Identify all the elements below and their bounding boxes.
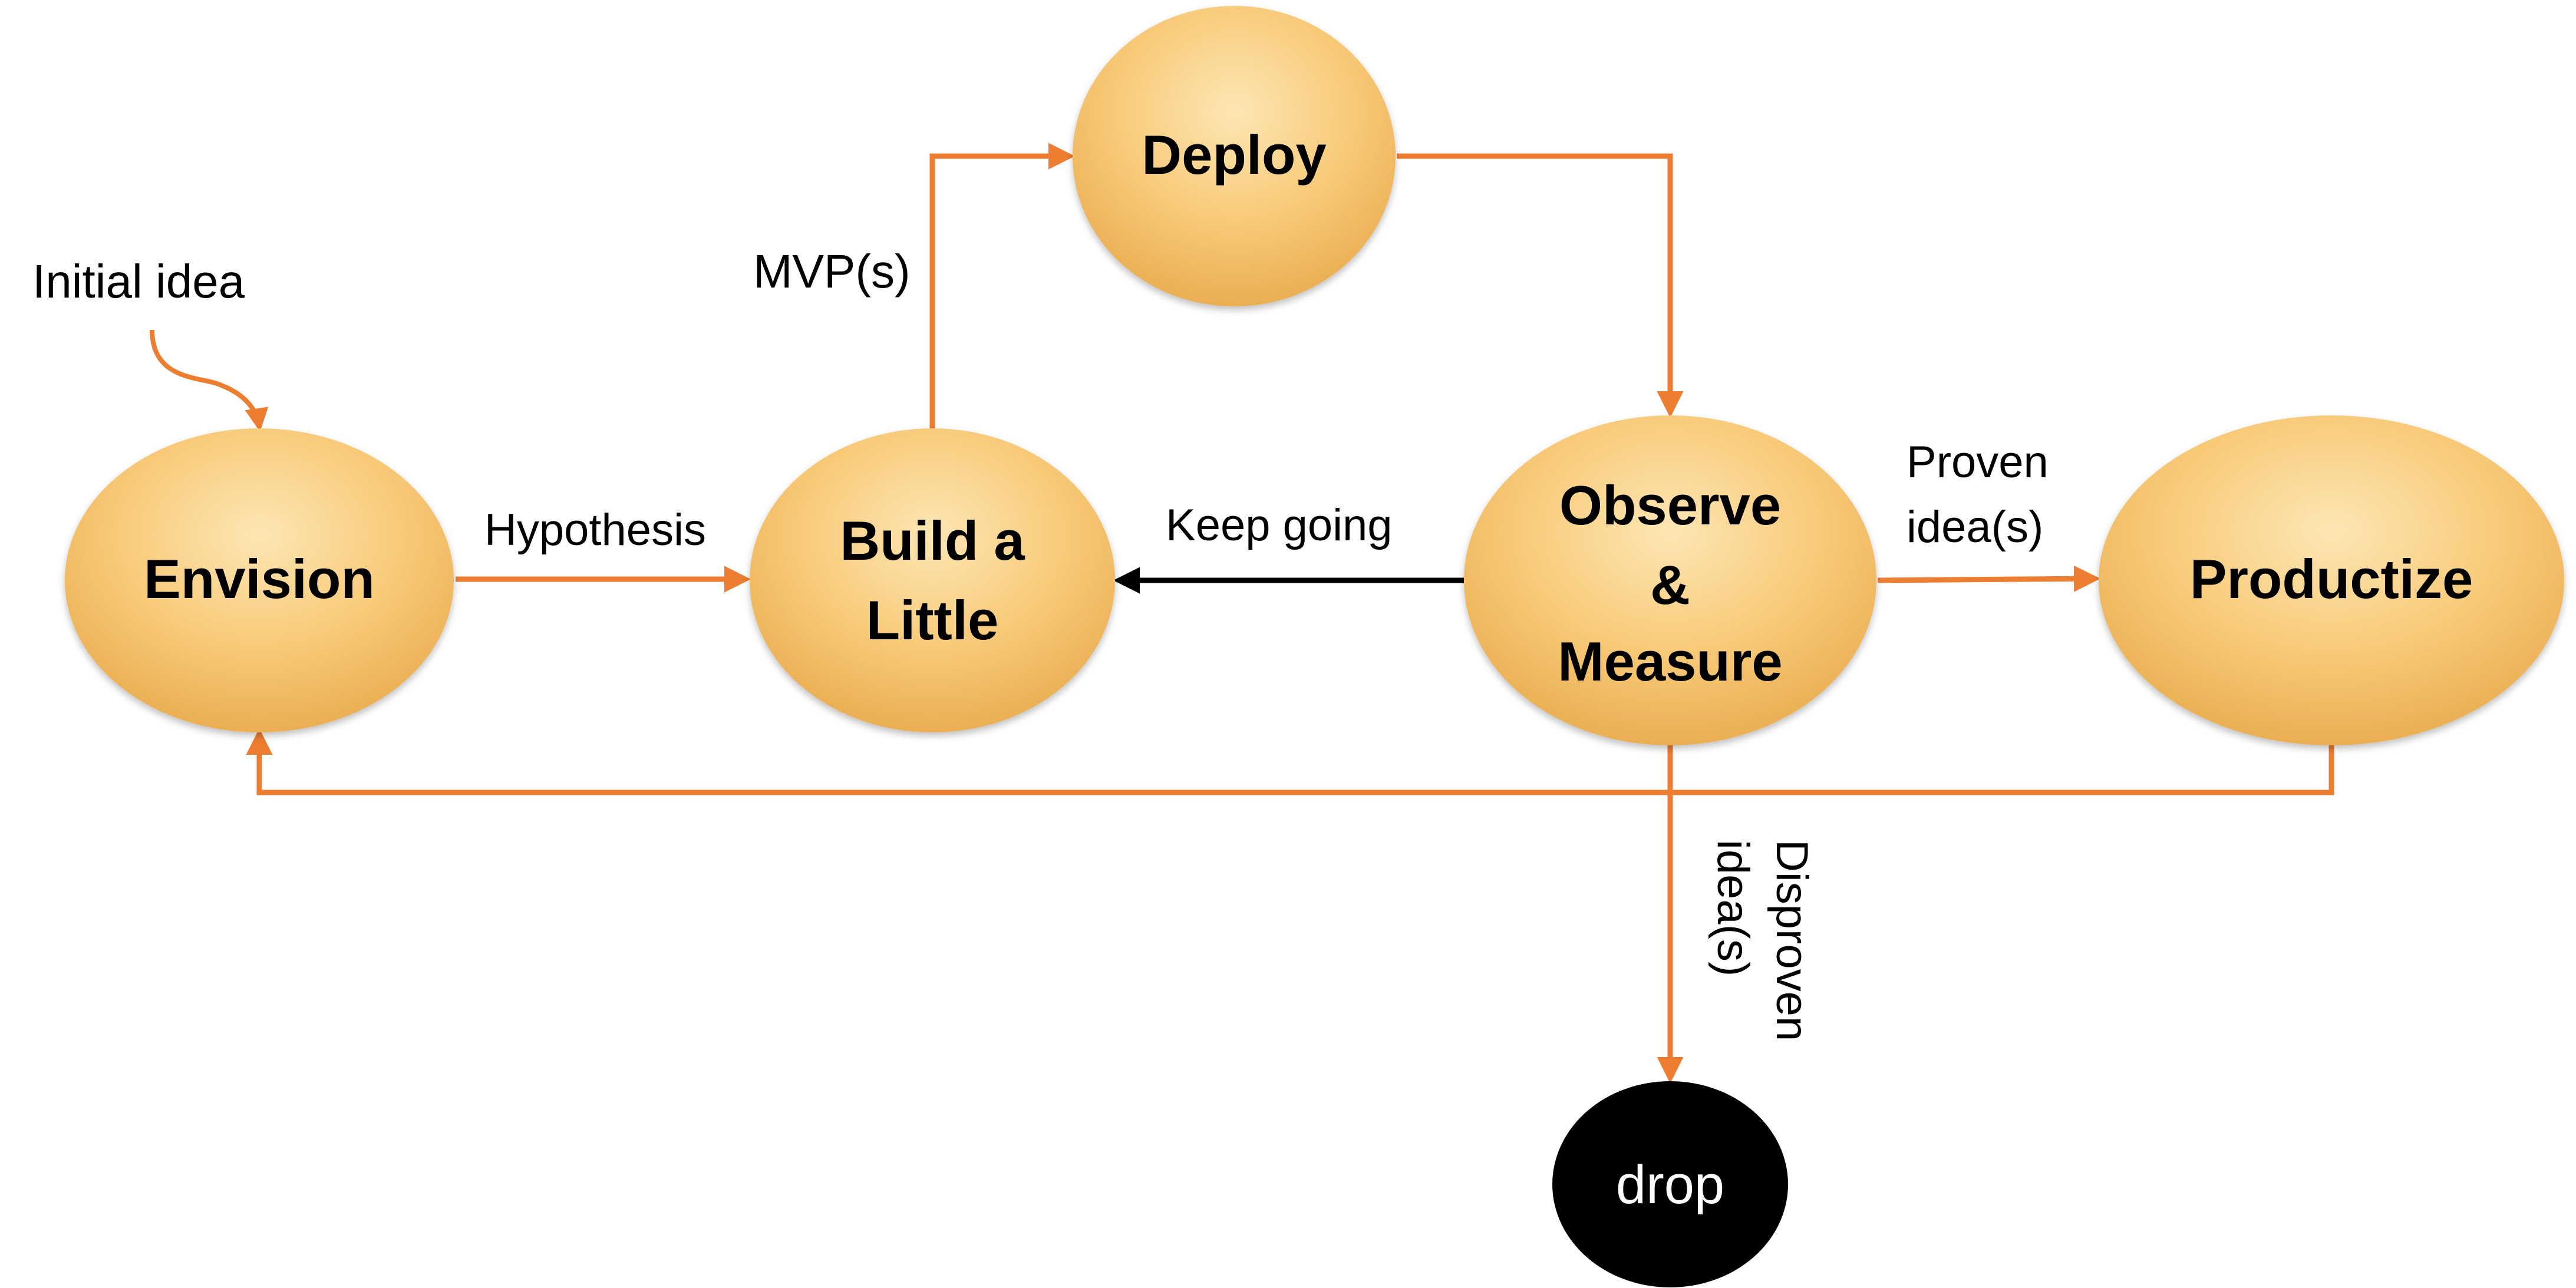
- productize-to-envision-arrow: [246, 728, 2334, 795]
- productize-node: Productize: [2099, 415, 2564, 745]
- observe-label-line2: &: [1650, 554, 1690, 616]
- proven-arrow: [1877, 565, 2100, 592]
- envision-node: Envision: [65, 428, 454, 732]
- drop-node: drop: [1552, 1081, 1788, 1287]
- initial-idea-arrow: [150, 329, 269, 432]
- build-ellipse: [750, 428, 1115, 732]
- productize-ellipse: [2099, 415, 2564, 745]
- proven-label-line2: idea(s): [1907, 502, 2043, 552]
- observe-ellipse: [1464, 415, 1876, 745]
- productize-label: Productize: [2190, 548, 2473, 610]
- build-a-little-node: Build a Little: [750, 428, 1115, 732]
- drop-label: drop: [1616, 1155, 1724, 1215]
- envision-ellipse: [65, 428, 454, 732]
- deploy-ellipse: [1073, 6, 1396, 306]
- mvps-label: MVP(s): [753, 245, 911, 298]
- disproven-label-line2: idea(s): [1708, 840, 1758, 976]
- mvp-arrow: [929, 143, 1075, 430]
- deploy-node: Deploy: [1073, 6, 1396, 306]
- observe-label-line3: Measure: [1558, 630, 1782, 692]
- initial-idea-label: Initial idea: [32, 255, 245, 308]
- hypothesis-label: Hypothesis: [484, 505, 706, 555]
- disproven-label-line1: Disproven: [1767, 840, 1817, 1041]
- observe-measure-node: Observe & Measure: [1464, 415, 1876, 745]
- drop-ellipse: [1552, 1081, 1788, 1287]
- keep-going-label: Keep going: [1166, 500, 1393, 550]
- deploy-to-observe-arrow: [1397, 153, 1684, 418]
- observe-label-line1: Observe: [1559, 474, 1781, 536]
- build-label-line1: Build a: [840, 510, 1025, 572]
- proven-label-line1: Proven: [1907, 437, 2049, 487]
- deploy-label: Deploy: [1142, 124, 1326, 186]
- envision-label: Envision: [144, 548, 375, 610]
- build-label-line2: Little: [866, 589, 999, 651]
